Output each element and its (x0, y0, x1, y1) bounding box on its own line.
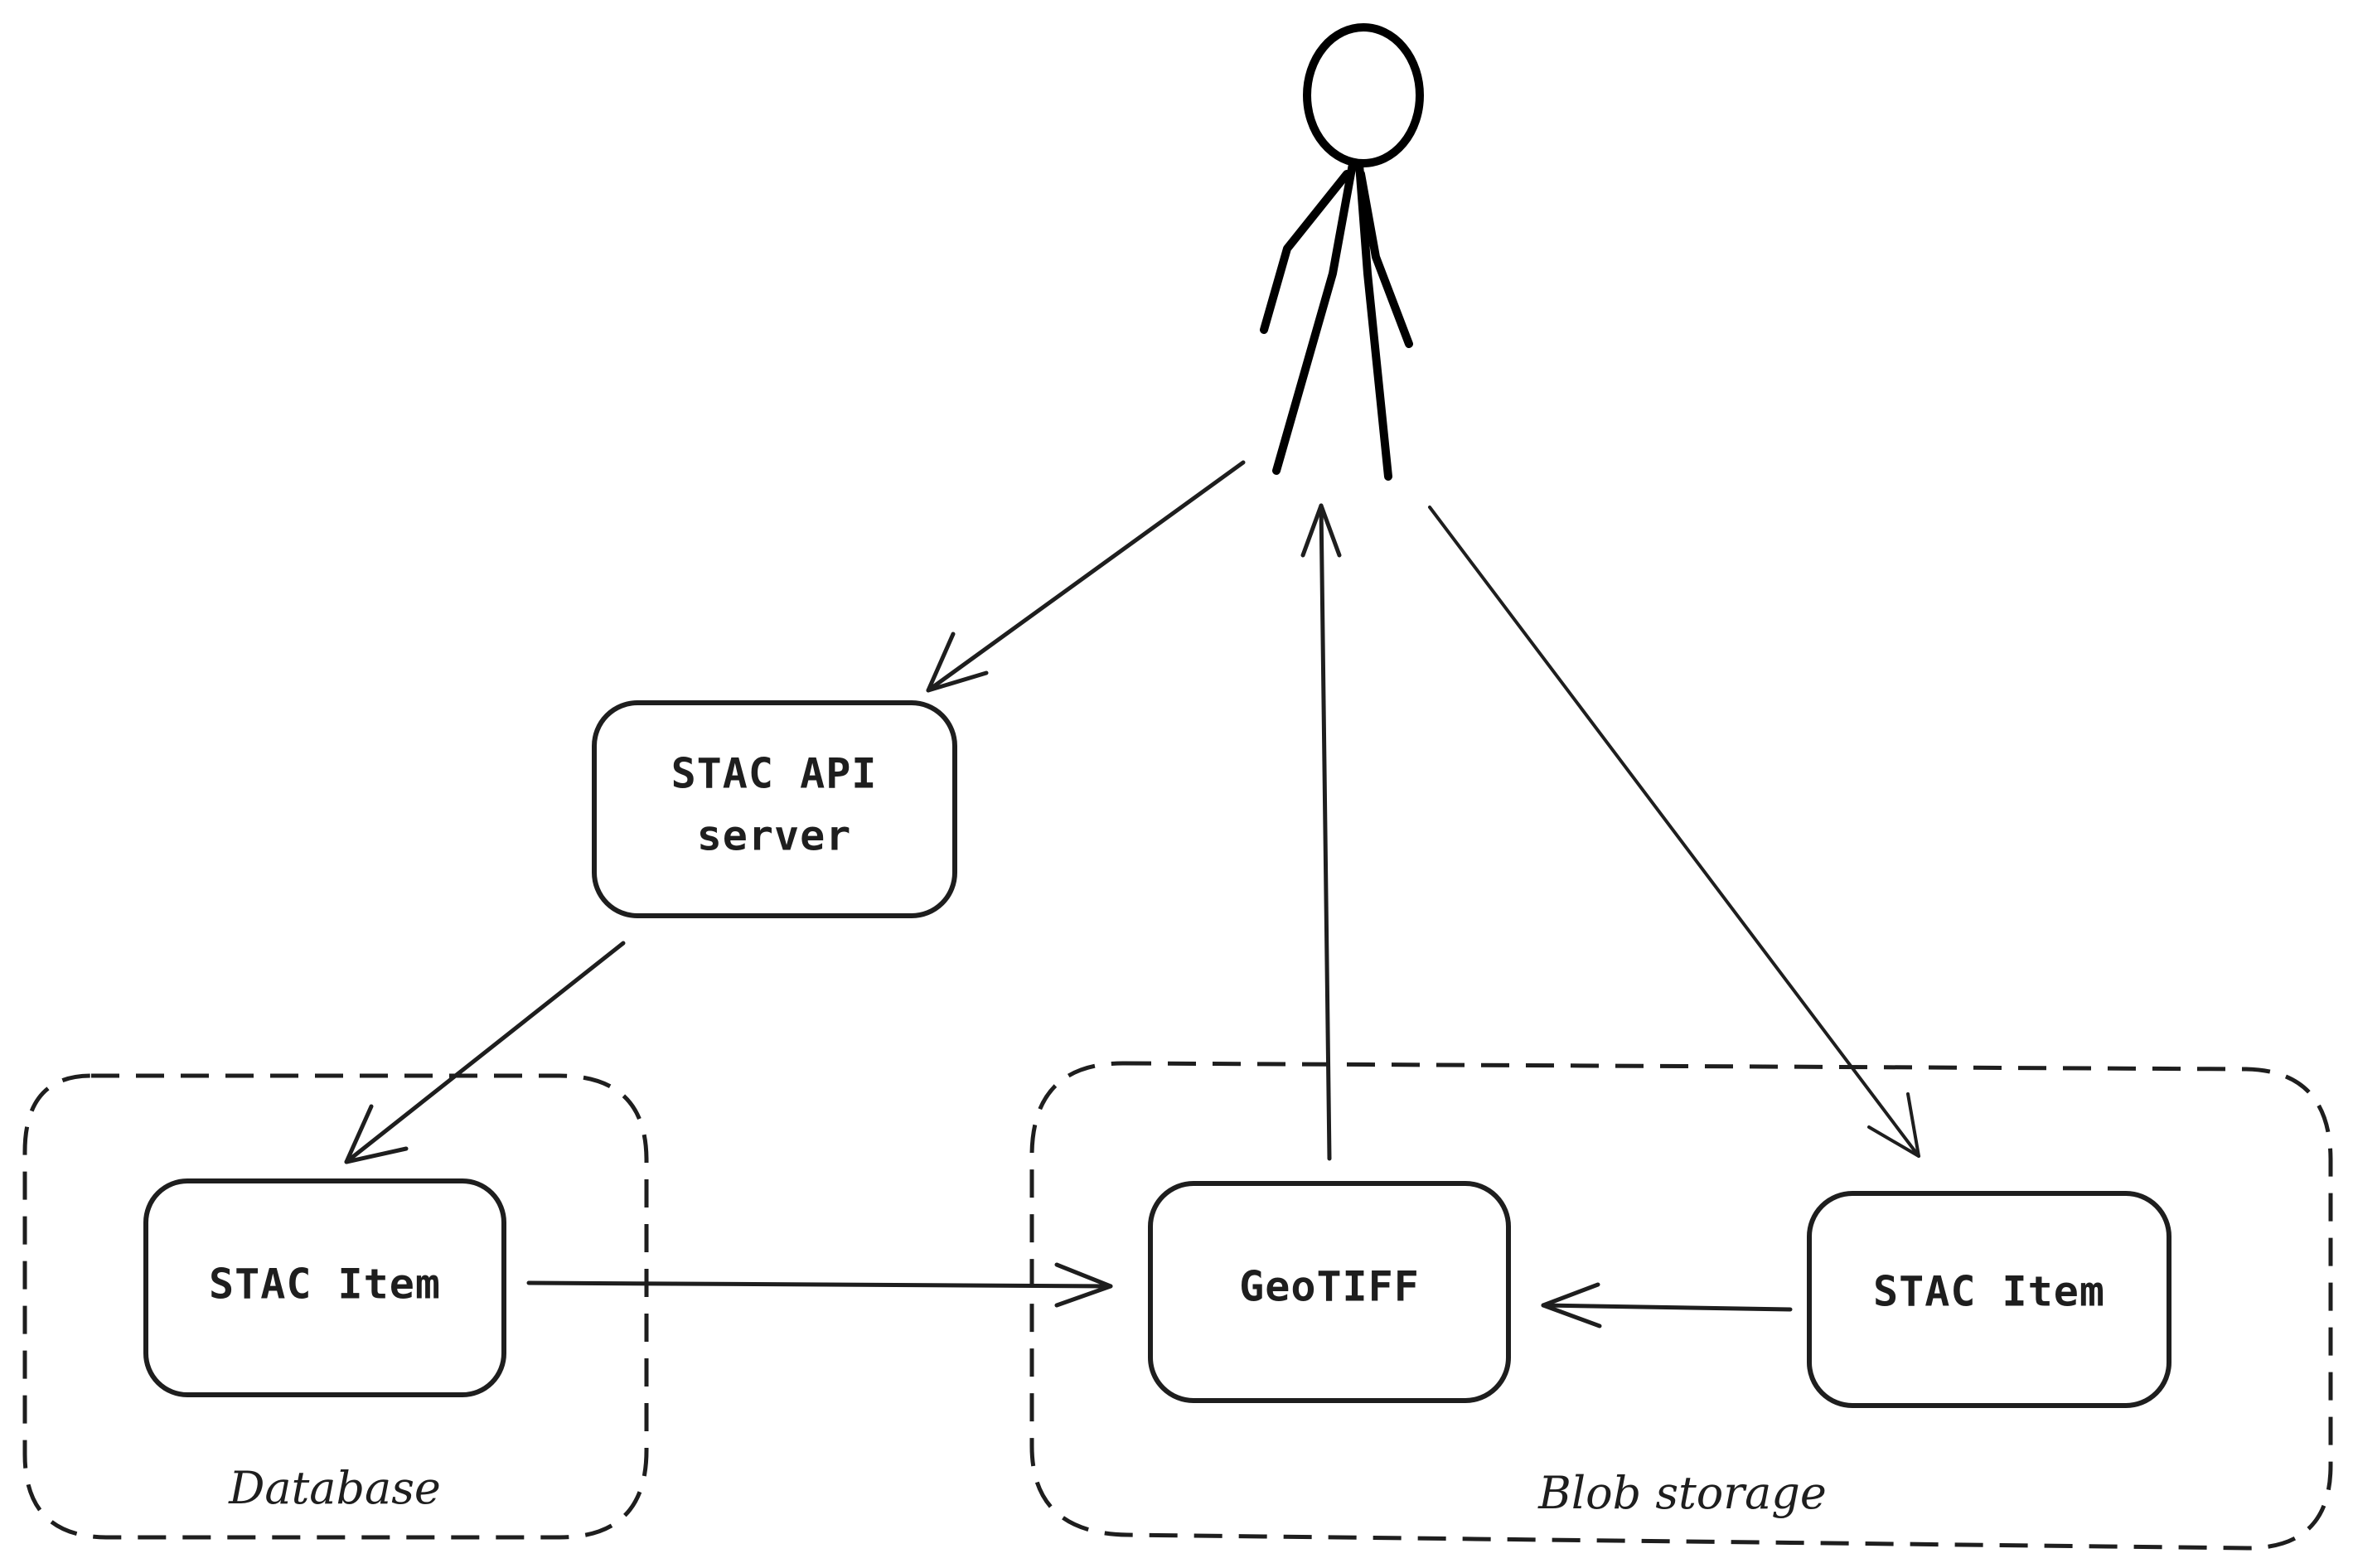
edge-stac-item-blob-to-geotiff-line (1541, 1303, 1793, 1312)
edge-user-to-stac-item-blob-arrowhead (1867, 1092, 1920, 1158)
geotiff-node: GeoTIFF (1148, 1181, 1511, 1403)
stac-api-server-label-line2: server (697, 812, 852, 860)
stac-api-server-box (592, 700, 957, 918)
edge-api-to-stac-item-db-arrowhead (344, 1104, 409, 1164)
stac-item-blob-label: STAC Item (1873, 1268, 2105, 1316)
edge-api-to-stac-item-db (344, 941, 626, 1164)
edge-stac-item-db-to-geotiff (526, 1262, 1113, 1308)
user-head (1303, 23, 1424, 167)
edge-user-to-api-line (926, 460, 1246, 693)
stac-item-blob-box (1807, 1191, 2171, 1408)
stac-api-server-label-line1: STAC API (671, 750, 878, 798)
edge-user-to-stac-item-blob (1428, 506, 1920, 1158)
database-group-label: Database (228, 1462, 441, 1514)
edge-stac-item-db-to-geotiff-arrowhead (1054, 1262, 1113, 1308)
database-group: Database (22, 1073, 649, 1540)
edge-geotiff-to-user-arrowhead (1300, 503, 1342, 558)
edge-geotiff-to-user-line (1319, 503, 1332, 1161)
stac-item-db-label: STAC Item (209, 1261, 441, 1309)
stac-item-db-box (143, 1178, 506, 1397)
edge-stac-item-blob-to-geotiff-arrowhead (1541, 1282, 1602, 1328)
stac-item-blob-node: STAC Item (1807, 1191, 2171, 1408)
database-group-border (22, 1073, 649, 1540)
edge-stac-item-db-to-geotiff-line (526, 1280, 1113, 1289)
blob-storage-group-label: Blob storage (1537, 1467, 1827, 1519)
blob-storage-group-border (1029, 1061, 2333, 1551)
edge-geotiff-to-user (1300, 503, 1342, 1161)
user-figure-icon (1260, 23, 1424, 481)
edge-stac-item-blob-to-geotiff (1541, 1282, 1793, 1328)
user-right-arm (1357, 170, 1413, 348)
user-left-arm (1260, 170, 1351, 334)
geotiff-box (1148, 1181, 1511, 1403)
stac-item-db-node: STAC Item (143, 1178, 506, 1397)
user-left-leg (1272, 160, 1357, 475)
edge-user-to-stac-item-blob-line (1428, 506, 1920, 1158)
edge-user-to-api (926, 460, 1246, 693)
stac-api-server-node: STAC API server (592, 700, 957, 918)
blob-storage-group: Blob storage (1029, 1061, 2333, 1551)
edge-api-to-stac-item-db-line (344, 941, 626, 1164)
geotiff-label: GeoTIFF (1239, 1263, 1420, 1311)
edge-user-to-api-arrowhead (926, 632, 989, 693)
